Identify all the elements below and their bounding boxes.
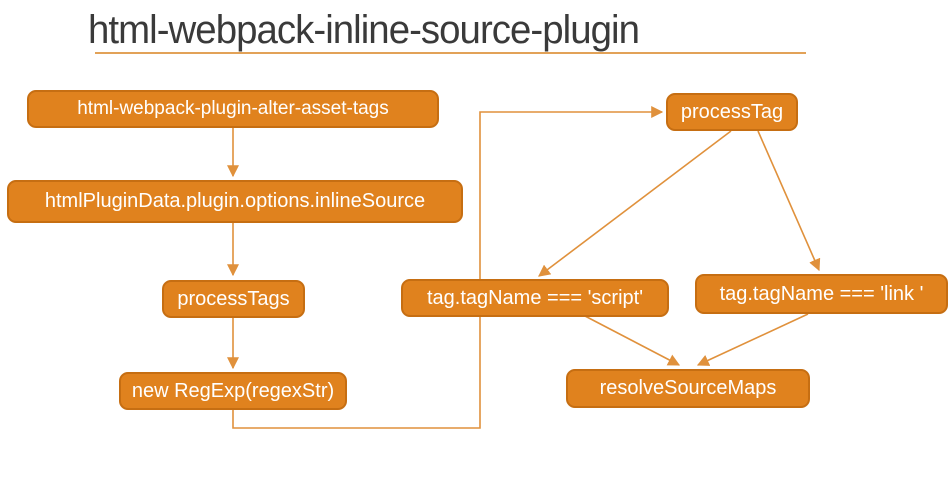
node-html-webpack-plugin-alter-asset-tags: html-webpack-plugin-alter-asset-tags bbox=[27, 90, 439, 128]
node-htmlplugindata-plugin-options-inlinesource: htmlPluginData.plugin.options.inlineSour… bbox=[7, 180, 463, 223]
edge-tag-script-to-resolve-source-maps bbox=[584, 315, 681, 366]
edge-process-tag-to-tag-link bbox=[757, 130, 821, 272]
node-tag-tagname-script: tag.tagName === 'script' bbox=[401, 279, 669, 317]
edge-tag-link-to-resolve-source-maps bbox=[696, 313, 809, 366]
title-underline bbox=[95, 52, 806, 54]
node-process-tags: processTags bbox=[162, 280, 305, 318]
node-tag-tagname-link: tag.tagName === 'link ' bbox=[695, 274, 948, 314]
page-title: html-webpack-inline-source-plugin bbox=[88, 8, 640, 52]
edge-process-tag-to-tag-script bbox=[538, 130, 732, 277]
node-resolve-source-maps: resolveSourceMaps bbox=[566, 369, 810, 408]
node-process-tag: processTag bbox=[666, 93, 798, 131]
node-new-regexp: new RegExp(regexStr) bbox=[119, 372, 347, 410]
